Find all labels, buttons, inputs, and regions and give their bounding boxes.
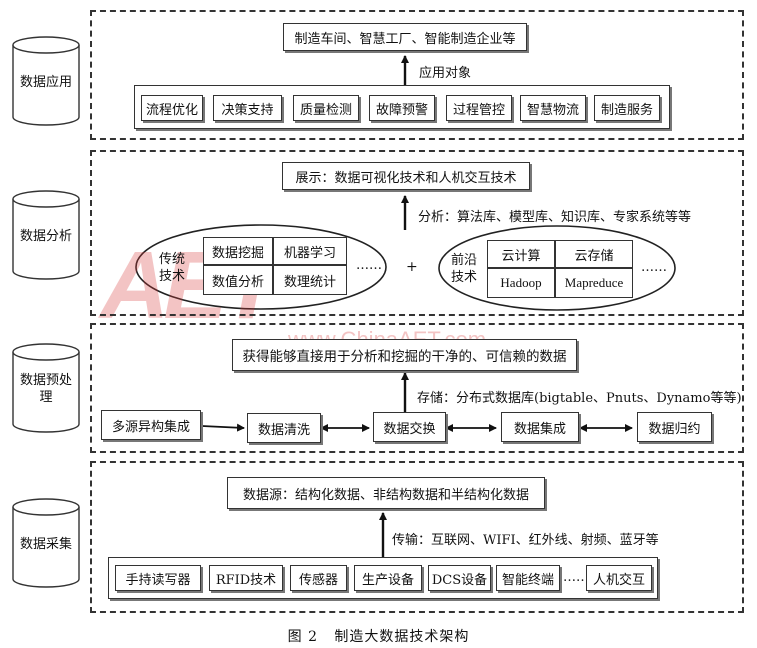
- cylinder-label-analysis: 数据分析: [19, 229, 72, 244]
- cylinder-label-preprocess: 数据预处理: [20, 373, 73, 405]
- preprocess-step: 数据清洗: [247, 413, 321, 443]
- layer-analysis: [90, 150, 744, 316]
- collection-item: 生产设备: [354, 565, 422, 591]
- app-item: 决策支持: [213, 95, 282, 121]
- trad-cell: 数据挖掘: [203, 237, 273, 265]
- trad-cell: 机器学习: [273, 237, 347, 265]
- app-item: 质量检测: [293, 95, 359, 121]
- frontier-tech-label: 前沿技术: [450, 253, 477, 285]
- preprocess-result-box: 获得能够直接用于分析和挖掘的干净的、可信赖的数据: [232, 339, 577, 371]
- traditional-more: ……: [356, 258, 382, 273]
- collection-item: 人机交互: [586, 565, 652, 591]
- cylinder-application: [12, 36, 80, 126]
- collection-more: ……: [563, 570, 589, 585]
- frontier-cell: 云存储: [555, 240, 633, 268]
- frontier-cell: Hadoop: [487, 268, 555, 298]
- preprocess-step: 多源异构集成: [101, 410, 201, 440]
- layer-application: [90, 10, 744, 140]
- traditional-tech-label: 传统技术: [158, 252, 185, 284]
- layer-collection: [90, 461, 744, 613]
- frontier-more: ……: [641, 260, 667, 275]
- cylinder-label-application: 数据应用: [19, 75, 72, 90]
- preprocess-arrow-label: 存储：分布式数据库(bigtable、Pnuts、Dynamo等等): [417, 391, 742, 406]
- preprocess-step: 数据交换: [373, 412, 446, 442]
- analysis-display-box: 展示：数据可视化技术和人机交互技术: [282, 162, 530, 190]
- layer-preprocess: [90, 323, 744, 453]
- collection-item: DCS设备: [428, 565, 491, 591]
- cylinder-collection: [12, 498, 80, 588]
- arrow-integration-to-cleaning: [201, 423, 245, 432]
- cylinder-preprocess: [12, 343, 80, 433]
- collection-item: RFID技术: [209, 565, 283, 591]
- collection-arrow-label: 传输：互联网、WIFI、红外线、射频、蓝牙等: [392, 533, 659, 548]
- frontier-cell: 云计算: [487, 240, 555, 268]
- app-item: 过程管控: [446, 95, 512, 121]
- app-item: 流程优化: [141, 95, 203, 121]
- figure-caption: 图 2 制造大数据技术架构: [287, 629, 470, 645]
- app-item: 制造服务: [594, 95, 660, 121]
- frontier-cell: Mapreduce: [555, 268, 633, 298]
- trad-cell: 数理统计: [273, 265, 347, 295]
- cylinder-analysis: [12, 190, 80, 280]
- preprocess-step: 数据归约: [637, 412, 712, 442]
- preprocess-step: 数据集成: [501, 412, 579, 442]
- application-arrow-label: 应用对象: [419, 66, 472, 81]
- collection-item: 手持读写器: [115, 565, 201, 591]
- collection-item: 传感器: [290, 565, 347, 591]
- app-item: 故障预警: [369, 95, 435, 121]
- collection-item: 智能终端: [496, 565, 560, 591]
- application-target-box: 制造车间、智慧工厂、智能制造企业等: [283, 23, 527, 51]
- plus-sign: +: [406, 259, 418, 275]
- trad-cell: 数值分析: [203, 265, 273, 295]
- cylinder-label-collection: 数据采集: [19, 537, 72, 552]
- data-source-box: 数据源：结构化数据、非结构数据和半结构化数据: [227, 477, 545, 509]
- analysis-arrow-label: 分析：算法库、模型库、知识库、专家系统等等: [418, 210, 692, 225]
- app-item: 智慧物流: [520, 95, 586, 121]
